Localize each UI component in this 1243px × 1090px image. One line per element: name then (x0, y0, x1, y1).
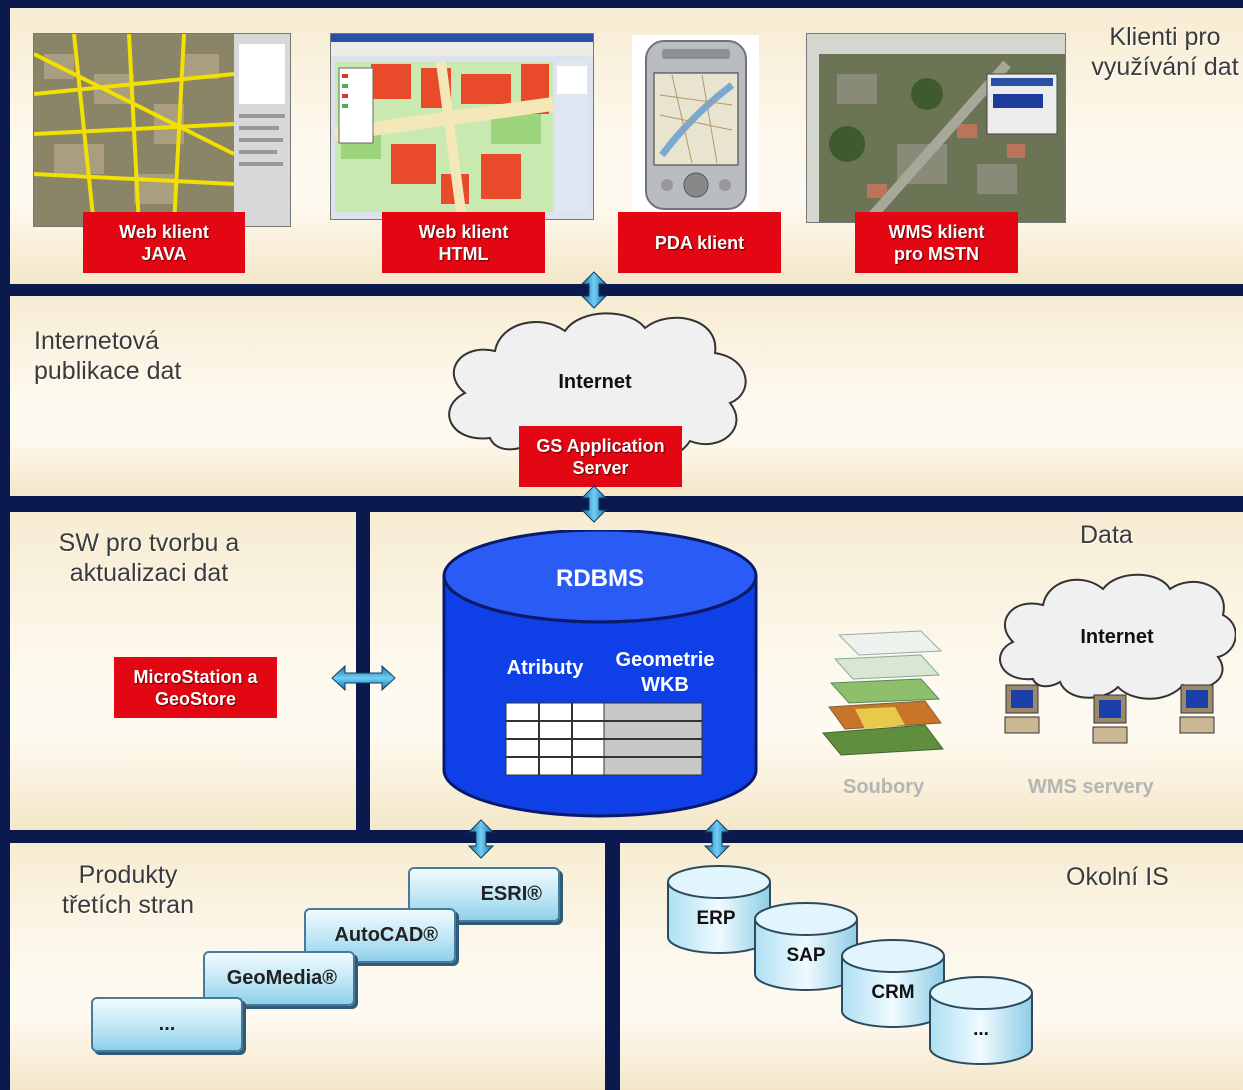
computer-icon-right (1179, 684, 1215, 734)
attribute-table (505, 702, 605, 776)
microstation-geostore-label: MicroStation a GeoStore (114, 657, 277, 718)
html-client-label: Web klient HTML (382, 212, 545, 273)
internet-cloud-label: Internet (558, 371, 632, 393)
gs-application-server: GS Application Server (519, 426, 682, 487)
is-section-title: Okolní IS (1066, 863, 1169, 891)
wms-client-screenshot (806, 33, 1066, 223)
is-cylinders (667, 865, 1033, 1065)
java-client-screenshot (33, 33, 291, 227)
computer-icon-left (1004, 684, 1040, 734)
geometry-table (603, 702, 703, 776)
is-crm-label: CRM (871, 982, 915, 1003)
is-more-label: ... (973, 1019, 989, 1040)
wms-aerial-image (807, 34, 1065, 222)
html-client-screenshot (330, 33, 594, 220)
wms-internet-cloud (999, 573, 1236, 700)
internet-section-title: Internetová publikace dat (34, 327, 182, 385)
is-erp-label: ERP (696, 908, 736, 929)
sw-section-title: SW pro tvorbu a aktualizaci dat (58, 529, 240, 587)
file-layers-image (822, 630, 944, 756)
files-label: Soubory (843, 776, 925, 798)
is-sap-label: SAP (786, 945, 826, 966)
html-map-image (331, 34, 593, 219)
attributes-label: Atributy (506, 657, 584, 679)
wms-internet-label: Internet (1080, 626, 1154, 648)
rdbms-label: RDBMS (556, 565, 644, 592)
rdbms-cylinder (442, 530, 758, 818)
clients-title: Klienti pro využívání dat (1091, 23, 1239, 81)
pda-client-label: PDA klient (618, 212, 781, 273)
geometry-label: Geometrie WKB (615, 649, 715, 696)
products-section-title: Produkty třetích stran (62, 861, 194, 919)
pda-client-image (632, 35, 759, 213)
product-more: ... (91, 997, 243, 1052)
wms-client-label: WMS klient pro MSTN (855, 212, 1018, 273)
cylinder-crm (841, 939, 945, 1028)
pda-device-image (645, 40, 747, 210)
computer-icon-middle (1092, 694, 1128, 744)
cylinder-more (929, 976, 1033, 1065)
product-geomedia: GeoMedia® (203, 951, 355, 1006)
java-map-image (34, 34, 290, 226)
java-client-label: Web klient JAVA (83, 212, 245, 273)
data-section-title: Data (1080, 521, 1133, 549)
wms-servers-label: WMS servery (1028, 776, 1154, 798)
